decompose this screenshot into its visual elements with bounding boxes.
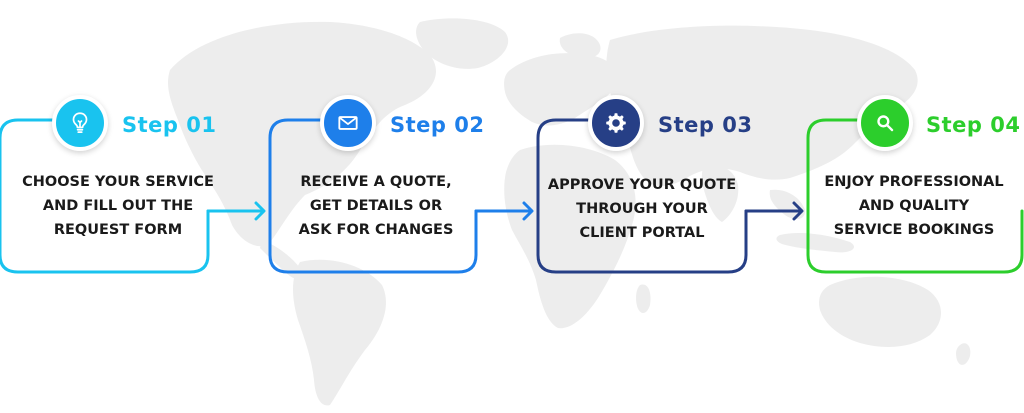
step-04-line-2: AND QUALITY (858, 198, 970, 214)
step-04-box (806, 118, 1024, 274)
step-03-description: APPROVE YOUR QUOTE THROUGH YOUR CLIENT P… (532, 173, 752, 245)
step-02-label: Step 02 (390, 113, 485, 137)
step-01-box (0, 118, 210, 274)
connector-2-arrowhead (522, 201, 534, 221)
step-01-label: Step 01 (122, 113, 217, 137)
step-02-box (268, 118, 478, 274)
step-02-line-2: GET DETAILS OR (309, 198, 443, 214)
lightbulb-icon (52, 95, 108, 151)
step-04-line-3: SERVICE BOOKINGS (833, 222, 995, 238)
step-01-line-1: CHOOSE YOUR SERVICE (22, 174, 214, 190)
envelope-icon (320, 95, 376, 151)
step-03-line-2: THROUGH YOUR (576, 201, 708, 217)
step-03-box (536, 118, 748, 274)
step-01-description: CHOOSE YOUR SERVICE AND FILL OUT THE REQ… (8, 170, 228, 242)
step-03-line-3: CLIENT PORTAL (579, 225, 705, 241)
step-03-label: Step 03 (658, 113, 753, 137)
step-02-description: RECEIVE A QUOTE, GET DETAILS OR ASK FOR … (266, 170, 486, 242)
connector-3-arrowhead (792, 201, 804, 221)
step-04-line-1: ENJOY PROFESSIONAL (824, 174, 1004, 190)
step-02-line-1: RECEIVE A QUOTE, (300, 174, 452, 190)
search-icon (857, 95, 913, 151)
gear-icon (588, 95, 644, 151)
step-01-line-3: REQUEST FORM (53, 222, 183, 238)
step-03-line-1: APPROVE YOUR QUOTE (547, 177, 737, 193)
step-04-label: Step 04 (926, 113, 1021, 137)
connector-1-arrowhead (254, 201, 266, 221)
step-04-description: ENJOY PROFESSIONAL AND QUALITY SERVICE B… (804, 170, 1024, 242)
step-01-line-2: AND FILL OUT THE (42, 198, 194, 214)
step-02-line-3: ASK FOR CHANGES (298, 222, 454, 238)
